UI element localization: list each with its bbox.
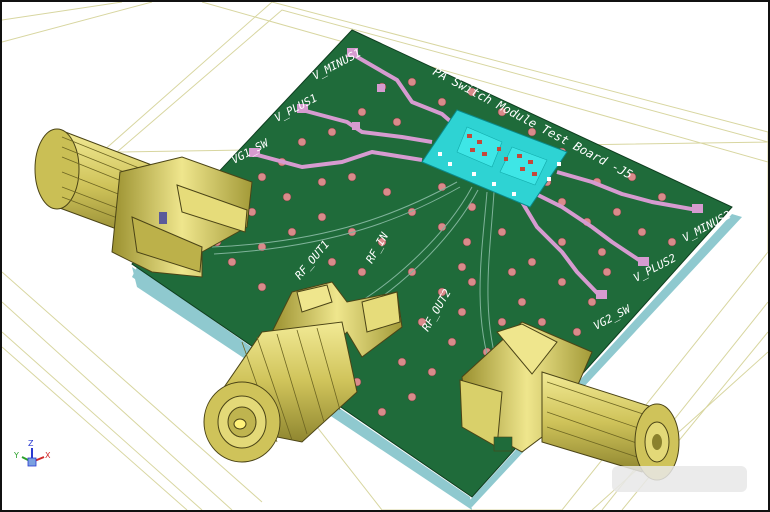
rf-connector-left[interactable] (34, 128, 253, 278)
axis-y-label: Y (13, 451, 19, 460)
rf-connector-right[interactable] (459, 321, 680, 481)
axis-x-label: X (45, 451, 51, 460)
trace-pads (249, 48, 703, 299)
rf-connector-center[interactable] (203, 281, 403, 463)
watermark (612, 466, 747, 492)
axis-triad-icon: Z X Y (13, 439, 51, 467)
rf-traces (211, 181, 501, 375)
axis-z-label: Z (28, 439, 34, 448)
dc-traces (253, 52, 698, 298)
pa-switch-chip[interactable] (421, 109, 568, 208)
